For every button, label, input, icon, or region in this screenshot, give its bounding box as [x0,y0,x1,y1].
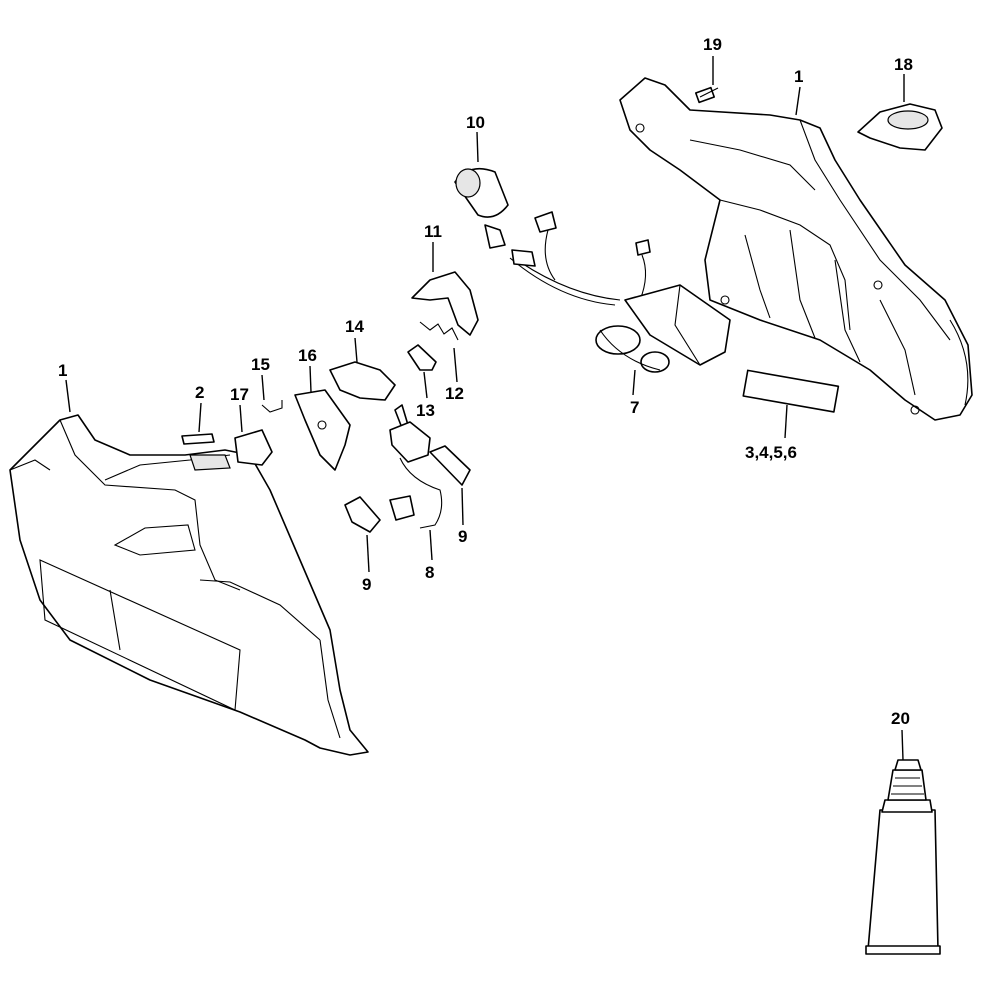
callout-18: 18 [894,55,913,74]
callout-19: 19 [703,35,722,54]
callout-1-right: 1 [794,67,803,86]
callout-10: 10 [466,113,485,132]
callout-17: 17 [230,385,249,404]
callout-3456: 3,4,5,6 [745,443,797,462]
callout-16: 16 [298,346,317,365]
part-17-cover [234,429,273,466]
right-housing-half [619,77,973,421]
left-housing-half [9,414,369,756]
callout-7: 7 [630,398,639,417]
switch-assembly [344,404,471,533]
part-15-clip [261,400,283,413]
part-10-socket [454,167,509,249]
part-2-badge [181,433,215,445]
part-16-plate [294,389,351,471]
part-13-pin [407,344,437,371]
callout-11: 11 [424,222,442,241]
callout-2: 2 [195,383,204,402]
callout-1-left: 1 [58,361,67,380]
callout-8: 8 [425,563,434,582]
part-7-harness [509,211,731,373]
callout-9-left: 9 [362,575,371,594]
callout-20: 20 [891,709,910,728]
part-3456-label [742,369,840,413]
callout-9-right: 9 [458,527,467,546]
callout-13: 13 [416,401,435,420]
part-11-bracket [411,271,479,336]
part-12-spring [419,321,459,341]
callout-12: 12 [445,384,464,403]
part-19-screw [694,86,719,104]
part-18-cap [857,103,943,151]
part-14-lever [329,361,396,401]
part-20-grease-tube [865,759,941,955]
callout-15: 15 [251,355,270,374]
callout-14: 14 [345,317,364,336]
